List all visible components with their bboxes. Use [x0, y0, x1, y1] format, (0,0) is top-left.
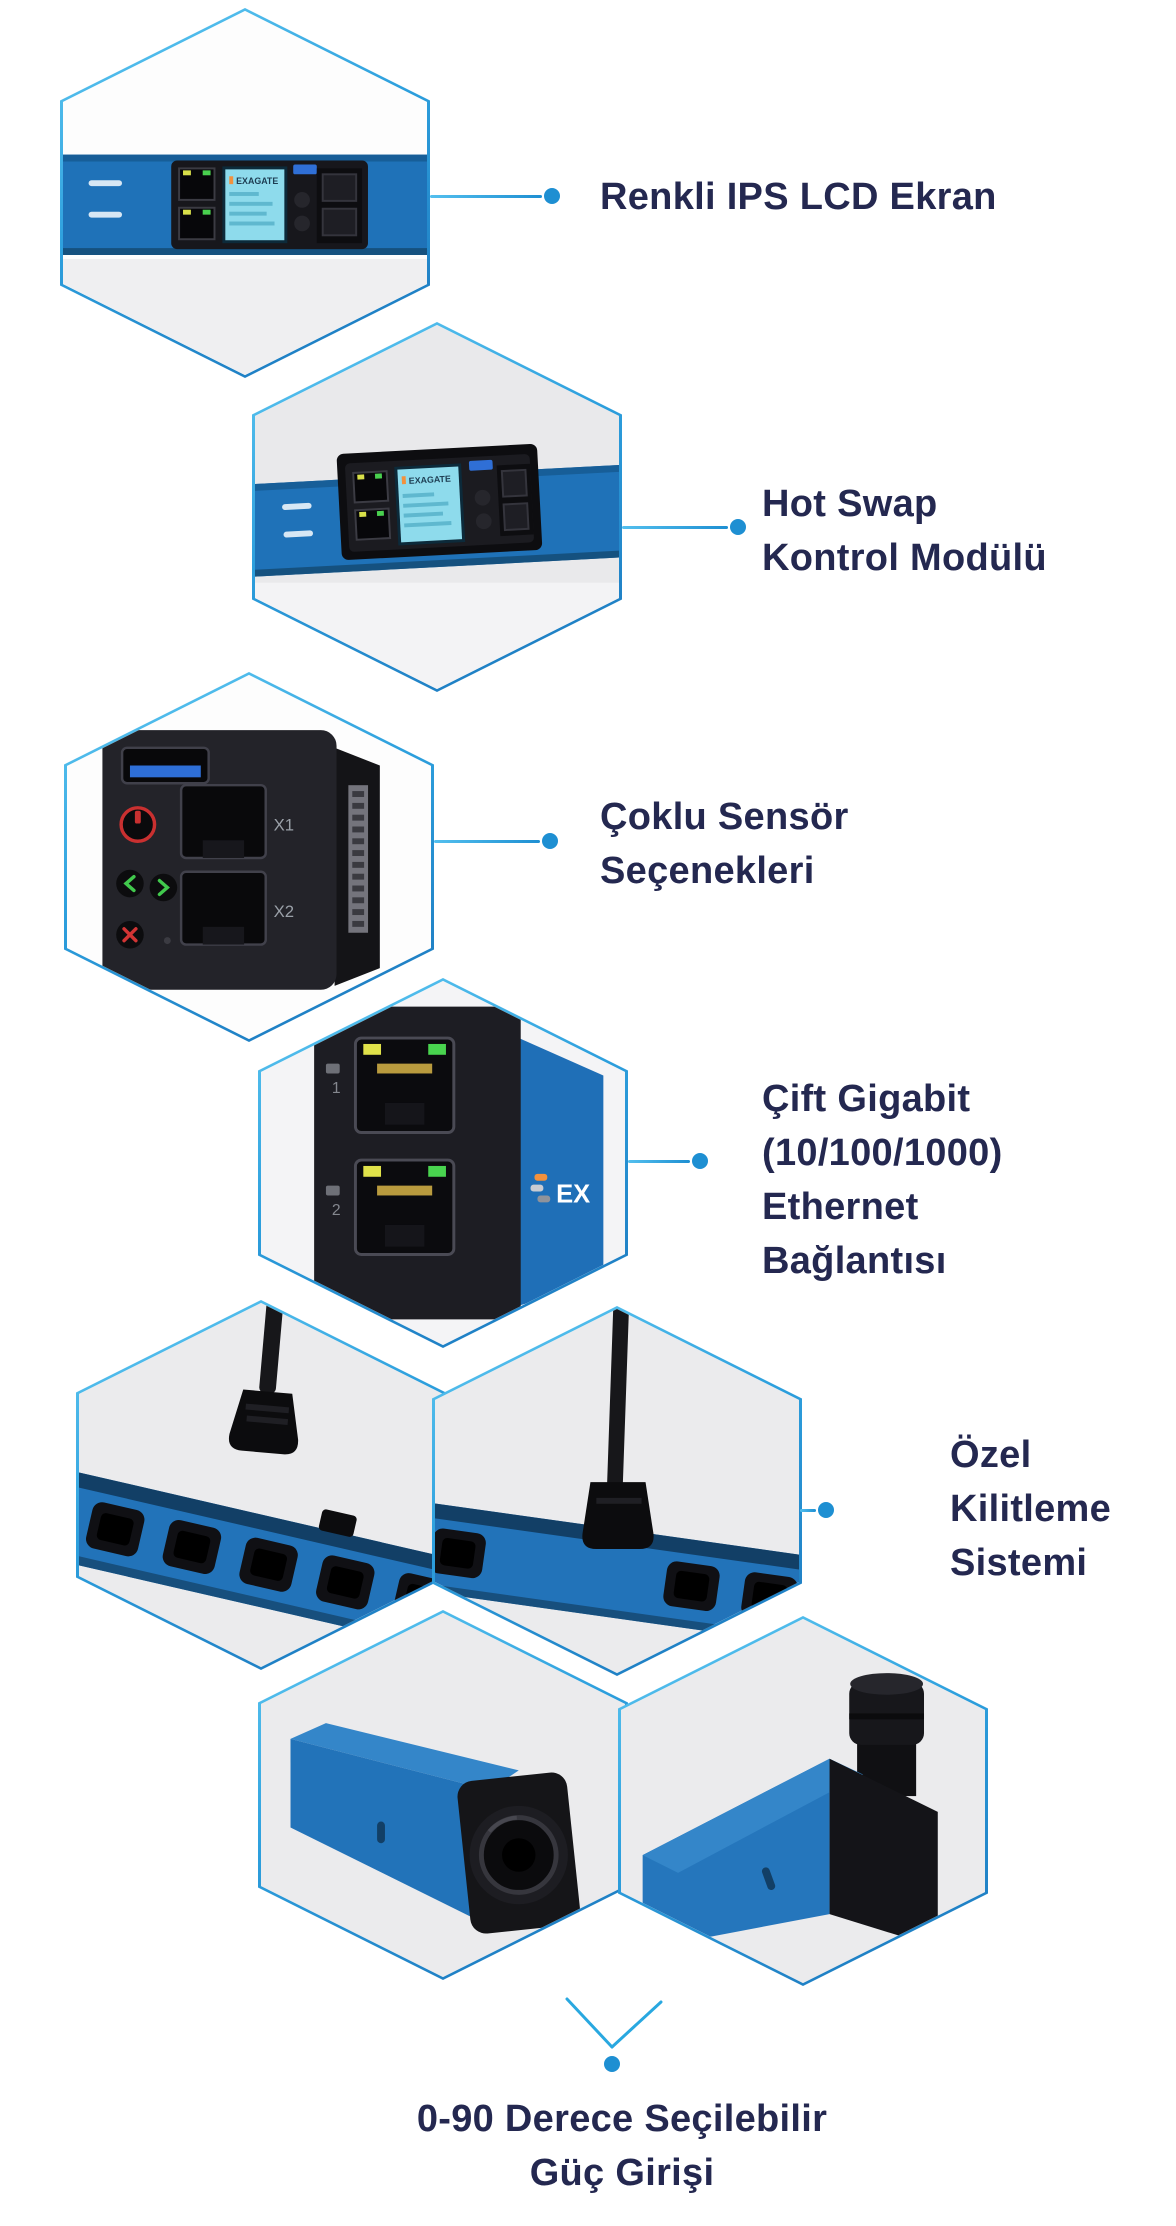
connector-dot-lock [818, 1502, 834, 1518]
svg-text:2: 2 [332, 1202, 341, 1219]
feature-hex-power-angled [258, 1610, 628, 1980]
hex-photo-area [261, 1613, 625, 1977]
svg-text:EXAGATE: EXAGATE [409, 474, 452, 486]
connector-line-hotswap [622, 526, 728, 529]
cancel-x-icon [122, 927, 138, 943]
hex-photo-area: EXAGATE [63, 11, 427, 375]
io-ports [316, 168, 363, 244]
feature-label-ethernet: Çift Gigabit (10/100/1000) Ethernet Bağl… [762, 1072, 1003, 1288]
label-line: Ethernet [762, 1186, 919, 1228]
cable-gland [469, 1805, 568, 1905]
ethernet-port-1 [353, 1036, 456, 1134]
cable-gland [849, 1673, 925, 1797]
label-line: Hot Swap [762, 483, 938, 525]
power-inlet-angle-photo [261, 1613, 625, 1977]
dual-ethernet-photo: EX 1 [261, 981, 625, 1345]
connector-line-lock [800, 1509, 816, 1512]
connector-dot-lcd [544, 188, 560, 204]
label-line: Bağlantısı [762, 1240, 947, 1282]
usb3-port [120, 746, 210, 785]
power-inlet-top-photo [621, 1619, 985, 1983]
feature-hex-lock-plugged [432, 1306, 802, 1676]
connector-dot-sensor [542, 833, 558, 849]
connector-v-power [565, 1997, 663, 2072]
label-line: 0-90 Derece Seçilebilir [416, 2098, 828, 2140]
label-line: (10/100/1000) [762, 1132, 1003, 1174]
side-connector [348, 785, 369, 933]
hex-photo-area: EX 1 [261, 981, 625, 1345]
feature-hex-power-top [618, 1616, 988, 1986]
button [294, 215, 310, 232]
label-line: Çift Gigabit [762, 1078, 971, 1120]
label-line: Güç Girişi [529, 2152, 715, 2194]
connector-line-sensor [434, 840, 540, 843]
ethernet-ports [178, 167, 216, 241]
lcd-screen: EXAGATE [222, 166, 288, 244]
feature-label-lcd: Renkli IPS LCD Ekran [600, 170, 997, 224]
rotary-switch [119, 806, 157, 843]
sensor-port-x2: X2 [179, 870, 294, 946]
label-line: Kontrol Modülü [762, 537, 1047, 579]
label-line: Sistemi [950, 1542, 1088, 1584]
svg-text:EXAGATE: EXAGATE [236, 176, 278, 186]
feature-label-sensor: Çoklu Sensör Seçenekleri [600, 790, 849, 898]
button [294, 192, 310, 208]
hot-swap-photo: EXAGATE [255, 325, 619, 689]
label-line: Renkli IPS LCD Ekran [600, 176, 997, 218]
ethernet-port-2 [353, 1158, 456, 1256]
sensor-port-x1: X1 [179, 783, 294, 860]
locking-latch [318, 1509, 357, 1537]
port-label-marks [88, 180, 123, 218]
feature-label-hotswap: Hot Swap Kontrol Modülü [762, 477, 1047, 585]
feature-hex-hotswap: EXAGATE [252, 322, 622, 692]
label-line: Özel [950, 1434, 1032, 1476]
iec-outlets [435, 1528, 798, 1622]
label-line: Seçenekleri [600, 850, 815, 892]
svg-text:X1: X1 [274, 815, 294, 834]
feature-hex-ethernet: EX 1 [258, 978, 628, 1348]
feature-label-power: 0-90 Derece Seçilebilir Güç Girişi [322, 2092, 922, 2200]
network-icon [325, 1185, 340, 1196]
hex-photo-area [621, 1619, 985, 1983]
svg-text:EX: EX [556, 1180, 590, 1208]
power-plug [228, 1303, 299, 1455]
connector-dot-ethernet [692, 1153, 708, 1169]
feature-hex-lock-unplugged [76, 1300, 446, 1670]
hot-swap-module: EXAGATE [336, 443, 543, 560]
connector-dot-hotswap [730, 519, 746, 535]
usb-port [293, 164, 317, 175]
connector-line-ethernet [628, 1160, 690, 1163]
sensor-module-photo: X1 X2 [67, 675, 431, 1039]
pdu-lcd-photo: EXAGATE [63, 11, 427, 375]
left-arrow-icon [123, 874, 136, 893]
label-line: Çoklu Sensör [600, 796, 849, 838]
svg-text:X2: X2 [274, 902, 294, 921]
exagate-logo-partial: EX [530, 1173, 590, 1208]
connector-dot-power [604, 2056, 620, 2072]
hex-photo-area: X1 X2 [67, 675, 431, 1039]
label-line: Kilitleme [950, 1488, 1112, 1530]
svg-text:1: 1 [332, 1080, 341, 1097]
right-arrow-icon [157, 878, 170, 897]
plugged-cable [582, 1309, 654, 1550]
feature-hex-lcd: EXAGATE [60, 8, 430, 378]
hex-photo-area: EXAGATE [255, 325, 619, 689]
feature-label-lock: Özel Kilitleme Sistemi [950, 1428, 1111, 1590]
network-icon [325, 1063, 340, 1074]
connector-line-lcd [430, 195, 542, 198]
feature-hex-sensor: X1 X2 [64, 672, 434, 1042]
